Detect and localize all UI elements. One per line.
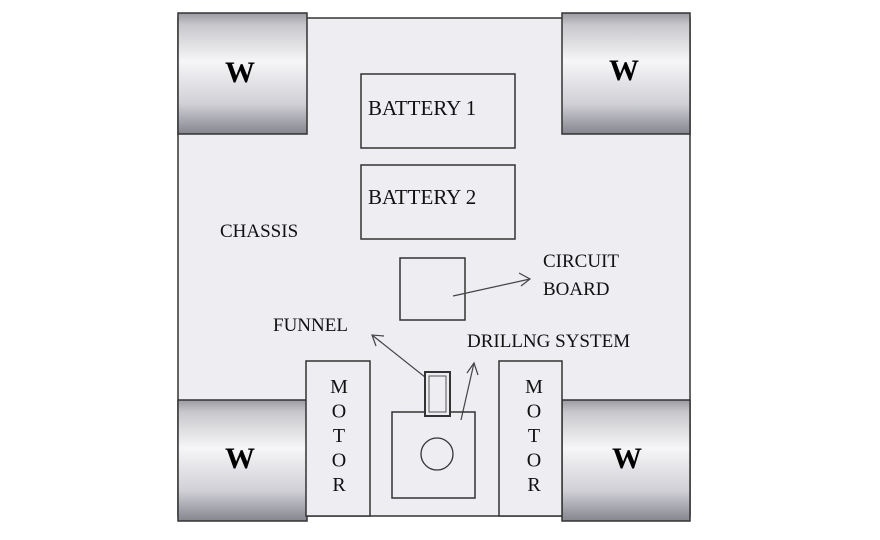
- chassis-label: CHASSIS: [220, 221, 298, 242]
- motor-letter: O: [332, 401, 346, 423]
- wheel-top-right: W: [561, 12, 691, 135]
- drill-bit-circle: [420, 437, 454, 471]
- drilling-system-label: DRILLNG SYSTEM: [467, 331, 630, 352]
- wheel-label: W: [225, 442, 255, 475]
- motor-letter: O: [527, 401, 541, 423]
- motor-letter: O: [527, 450, 541, 472]
- motor-right: M O T O R: [498, 360, 563, 517]
- drilling-system-arrow: [460, 361, 479, 421]
- battery-2: BATTERY 2: [360, 164, 516, 240]
- funnel-label: FUNNEL: [273, 315, 348, 336]
- circuit-board-arrow: [452, 272, 532, 297]
- battery-1-label: BATTERY 1: [368, 96, 476, 120]
- wheel-label: W: [609, 54, 639, 87]
- wheel-label: W: [612, 442, 642, 475]
- motor-letter: M: [330, 376, 348, 398]
- wheel-bottom-left: W: [177, 399, 308, 522]
- funnel: [424, 371, 451, 417]
- circuit-board: [399, 257, 466, 321]
- battery-2-label: BATTERY 2: [368, 185, 476, 209]
- motor-letter: T: [528, 425, 540, 447]
- circuit-board-label-line2: BOARD: [543, 279, 610, 300]
- wheel-label: W: [225, 56, 255, 89]
- motor-letter: R: [527, 474, 541, 496]
- motor-letter: R: [332, 474, 346, 496]
- motor-letter: T: [333, 425, 345, 447]
- motor-letter: M: [525, 376, 543, 398]
- battery-1: BATTERY 1: [360, 73, 516, 149]
- circuit-board-label-line1: CIRCUIT: [543, 251, 619, 272]
- motor-letter: O: [332, 450, 346, 472]
- motor-left: M O T O R: [305, 360, 371, 517]
- wheel-bottom-right: W: [561, 399, 691, 522]
- wheel-top-left: W: [177, 12, 308, 135]
